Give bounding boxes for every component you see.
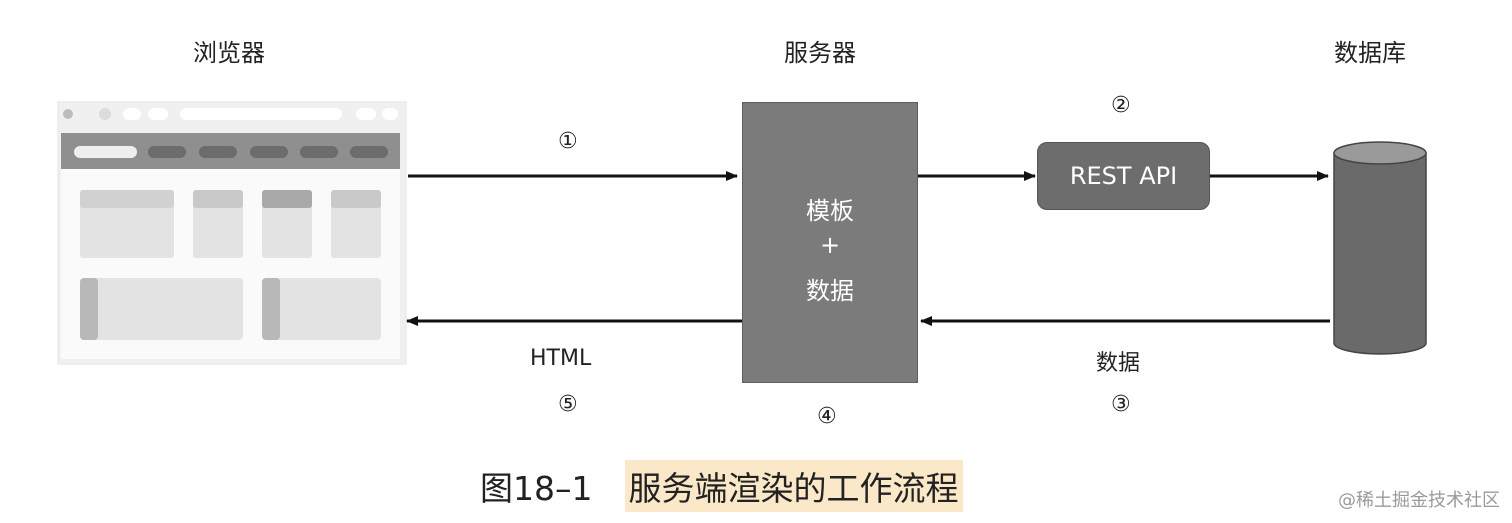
step-5-label: ⑤ (558, 392, 578, 417)
server-plus-label: + (819, 231, 841, 259)
browser-window-icon (57, 101, 407, 365)
step-2-label: ② (1111, 93, 1131, 118)
figure-title: 服务端渲染的工作流程 (624, 460, 963, 512)
server-template-label: 模板 (806, 197, 854, 225)
server-title: 服务器 (784, 39, 856, 67)
server-box: 模板 + 数据 (742, 102, 918, 383)
step-4-label: ④ (817, 404, 837, 429)
data-return-label: 数据 (1096, 351, 1141, 376)
browser-title: 浏览器 (193, 39, 265, 67)
html-label: HTML (530, 346, 592, 371)
watermark: @稀土掘金技术社区 (1338, 490, 1500, 511)
database-title: 数据库 (1334, 39, 1406, 67)
figure-caption: 图18–1 服务端渲染的工作流程 (480, 460, 963, 512)
step-1-label: ① (558, 129, 578, 154)
figure-number: 图18–1 (480, 469, 593, 508)
server-data-label: 数据 (806, 277, 854, 305)
step-3-label: ③ (1111, 392, 1131, 417)
database-cylinder-icon (1333, 141, 1427, 355)
rest-api-box: REST API (1037, 142, 1210, 210)
